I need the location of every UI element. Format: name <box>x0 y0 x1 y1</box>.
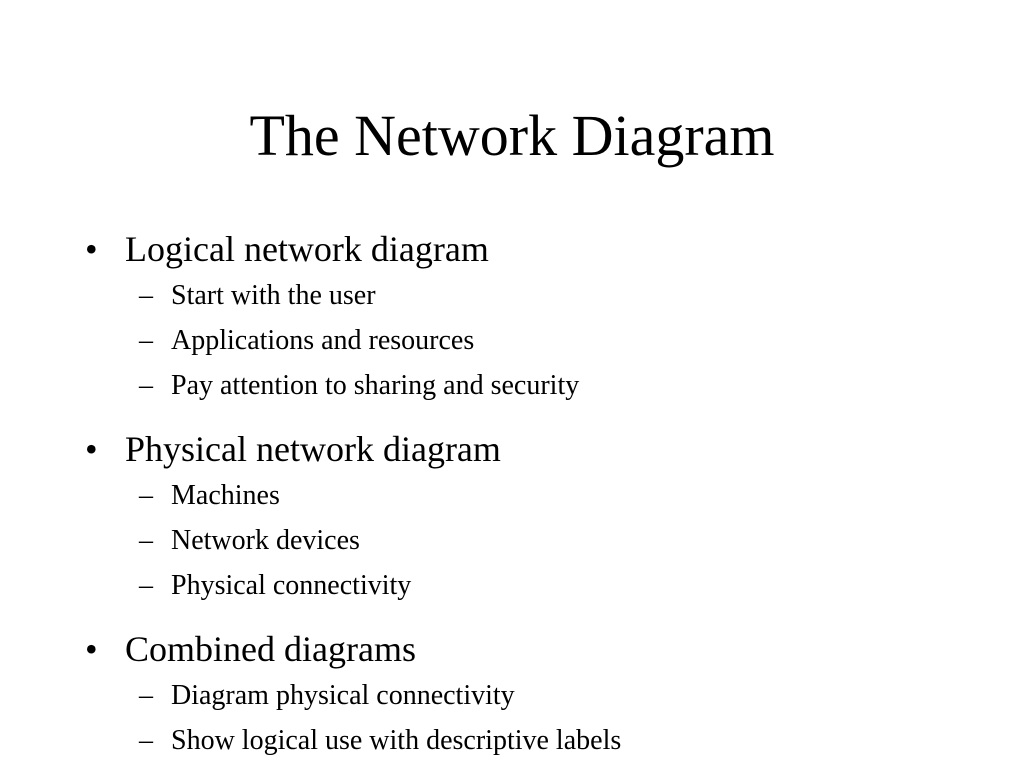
sub-item: – Machines <box>0 473 1024 518</box>
dash-marker: – <box>139 480 153 511</box>
sub-item: – Start with the user <box>0 273 1024 318</box>
bullet-item-logical: • Logical network diagram – Start with t… <box>0 225 1024 408</box>
slide-title: The Network Diagram <box>249 103 775 168</box>
sub-list: – Start with the user – Applications and… <box>0 273 1024 408</box>
bullet-row: • Physical network diagram <box>0 425 1024 473</box>
sub-item-text: Show logical use with descriptive labels <box>171 725 622 756</box>
sub-list: – Machines – Network devices – Physical … <box>0 473 1024 608</box>
bullet-row: • Combined diagrams <box>0 625 1024 673</box>
bullet-text: Logical network diagram <box>125 229 489 269</box>
sub-item: – Network devices <box>0 518 1024 563</box>
sub-item: – Diagram physical connectivity <box>0 673 1024 718</box>
sub-item-text: Applications and resources <box>171 325 475 356</box>
dash-marker: – <box>139 525 153 556</box>
bullet-row: • Logical network diagram <box>0 225 1024 273</box>
dash-marker: – <box>139 325 153 356</box>
sub-item: – Pay attention to sharing and security <box>0 363 1024 408</box>
bullet-marker: • <box>85 629 98 669</box>
sub-item: – Applications and resources <box>0 318 1024 363</box>
sub-list: – Diagram physical connectivity – Show l… <box>0 673 1024 763</box>
dash-marker: – <box>139 370 153 401</box>
sub-item-text: Machines <box>171 480 280 511</box>
bullet-list: • Logical network diagram – Start with t… <box>0 225 1024 780</box>
dash-marker: – <box>139 680 153 711</box>
sub-item-text: Network devices <box>171 525 360 556</box>
bullet-text: Physical network diagram <box>125 429 501 469</box>
sub-item-text: Start with the user <box>171 280 376 311</box>
bullet-marker: • <box>85 229 98 269</box>
bullet-item-combined: • Combined diagrams – Diagram physical c… <box>0 625 1024 763</box>
sub-item: – Physical connectivity <box>0 563 1024 608</box>
dash-marker: – <box>139 280 153 311</box>
dash-marker: – <box>139 570 153 601</box>
bullet-item-physical: • Physical network diagram – Machines – … <box>0 425 1024 608</box>
bullet-marker: • <box>85 429 98 469</box>
sub-item-text: Physical connectivity <box>171 570 412 601</box>
sub-item: – Show logical use with descriptive labe… <box>0 718 1024 763</box>
sub-item-text: Diagram physical connectivity <box>171 680 515 711</box>
dash-marker: – <box>139 725 153 756</box>
sub-item-text: Pay attention to sharing and security <box>171 370 580 401</box>
bullet-text: Combined diagrams <box>125 629 416 669</box>
